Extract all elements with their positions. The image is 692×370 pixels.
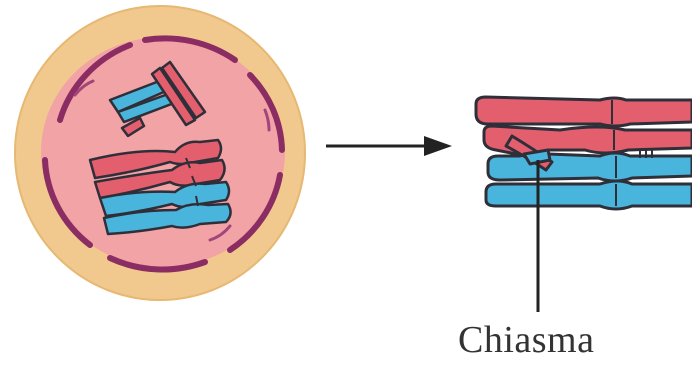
chiasma-label: Chiasma xyxy=(458,318,594,362)
process-arrow xyxy=(326,136,452,156)
tetrad-magnified xyxy=(476,97,692,209)
cell xyxy=(15,6,305,300)
